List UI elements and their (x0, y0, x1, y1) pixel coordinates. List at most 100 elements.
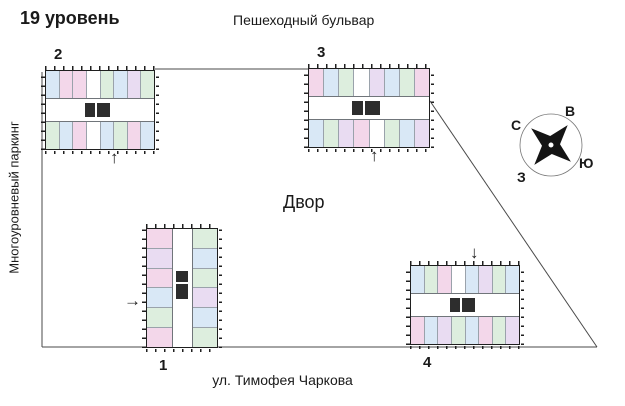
apartment-unit[interactable] (127, 121, 142, 149)
unit-row (411, 316, 519, 344)
apartment-unit[interactable] (492, 316, 507, 344)
apartment-unit[interactable] (192, 308, 217, 329)
balcony-ticks (146, 224, 218, 228)
apartment-unit[interactable] (147, 248, 172, 269)
unit-row (309, 119, 429, 147)
apartment-unit[interactable] (59, 121, 74, 149)
balcony-ticks (146, 348, 218, 352)
apartment-unit[interactable] (86, 71, 101, 99)
apartment-unit[interactable] (324, 69, 340, 97)
building-number: 1 (159, 357, 168, 374)
balcony-ticks (406, 265, 410, 345)
apartment-unit[interactable] (192, 229, 217, 249)
apartment-unit[interactable] (324, 119, 340, 147)
apartment-unit[interactable] (414, 69, 429, 97)
apartment-unit[interactable] (147, 229, 172, 249)
balcony-ticks (308, 148, 430, 152)
building-1[interactable]: 1 (142, 224, 222, 374)
corridor (309, 96, 429, 120)
apartment-unit[interactable] (192, 268, 217, 289)
apartment-unit[interactable] (73, 121, 87, 149)
apartment-unit[interactable] (399, 69, 415, 97)
balcony-ticks (308, 64, 430, 68)
apartment-unit[interactable] (506, 266, 519, 294)
apartment-unit[interactable] (192, 328, 217, 347)
compass-rose-icon (519, 113, 583, 177)
apartment-unit[interactable] (465, 316, 480, 344)
apartment-unit[interactable] (384, 69, 400, 97)
apartment-unit[interactable] (399, 119, 415, 147)
parking-label: Многоуровневый паркинг (6, 121, 22, 274)
apartment-unit[interactable] (147, 268, 172, 289)
apartment-unit[interactable] (100, 71, 115, 99)
apartment-unit[interactable] (339, 69, 355, 97)
elevator-core (175, 271, 189, 283)
unit-row (46, 121, 154, 149)
apartment-unit[interactable] (451, 266, 466, 294)
apartment-unit[interactable] (141, 121, 154, 149)
unit-row (147, 229, 172, 347)
apartment-unit[interactable] (424, 316, 439, 344)
apartment-unit[interactable] (369, 119, 385, 147)
apartment-unit[interactable] (147, 308, 172, 329)
apartment-unit[interactable] (506, 316, 519, 344)
apartment-unit[interactable] (114, 71, 128, 99)
compass: В С Ю З (503, 95, 603, 195)
apartment-unit[interactable] (414, 119, 429, 147)
compass-west-label: З (517, 169, 526, 185)
apartment-unit[interactable] (147, 328, 172, 347)
balcony-ticks (142, 228, 146, 348)
entrance-arrow: → (124, 291, 141, 310)
unit-row (46, 71, 154, 99)
apartment-unit[interactable] (192, 288, 217, 309)
apartment-unit[interactable] (424, 266, 439, 294)
apartment-unit[interactable] (59, 71, 74, 99)
balcony-ticks (410, 345, 520, 349)
apartment-unit[interactable] (438, 316, 452, 344)
building-2[interactable]: 2 (41, 46, 159, 154)
apartment-unit[interactable] (309, 69, 325, 97)
apartment-unit[interactable] (100, 121, 115, 149)
building-number: 2 (54, 46, 63, 63)
elevator-core (365, 100, 380, 116)
balcony-ticks (155, 70, 159, 150)
page-title: 19 уровень (20, 8, 120, 28)
unit-row (309, 69, 429, 97)
building-3[interactable]: 3 (304, 44, 434, 152)
apartment-unit[interactable] (492, 266, 507, 294)
apartment-unit[interactable] (465, 266, 480, 294)
apartment-unit[interactable] (354, 69, 370, 97)
apartment-unit[interactable] (192, 248, 217, 269)
apartment-unit[interactable] (86, 121, 101, 149)
apartment-unit[interactable] (384, 119, 400, 147)
apartment-unit[interactable] (147, 288, 172, 309)
apartment-unit[interactable] (46, 121, 60, 149)
apartment-unit[interactable] (339, 119, 355, 147)
building-4[interactable]: 4 (406, 261, 524, 371)
apartment-unit[interactable] (141, 71, 154, 99)
apartment-unit[interactable] (479, 266, 493, 294)
apartment-unit[interactable] (309, 119, 325, 147)
corridor (171, 229, 193, 347)
boulevard-label: Пешеходный бульвар (233, 12, 375, 28)
elevator-core (352, 100, 363, 116)
apartment-unit[interactable] (451, 316, 466, 344)
apartment-unit[interactable] (46, 71, 60, 99)
balcony-ticks (520, 265, 524, 345)
street-label: ул. Тимофея Чаркова (0, 372, 625, 388)
entrance-arrow: ↓ (470, 243, 479, 262)
elevator-core (84, 102, 95, 118)
apartment-unit[interactable] (479, 316, 493, 344)
apartment-unit[interactable] (73, 71, 87, 99)
apartment-unit[interactable] (114, 121, 128, 149)
apartment-unit[interactable] (354, 119, 370, 147)
apartment-unit[interactable] (411, 316, 425, 344)
apartment-unit[interactable] (438, 266, 452, 294)
yard-label: Двор (283, 192, 325, 212)
apartment-unit[interactable] (127, 71, 142, 99)
entrance-arrow: ↑ (370, 146, 379, 165)
apartment-unit[interactable] (369, 69, 385, 97)
balcony-ticks (45, 66, 155, 70)
apartment-unit[interactable] (411, 266, 425, 294)
elevator-core (449, 297, 460, 313)
